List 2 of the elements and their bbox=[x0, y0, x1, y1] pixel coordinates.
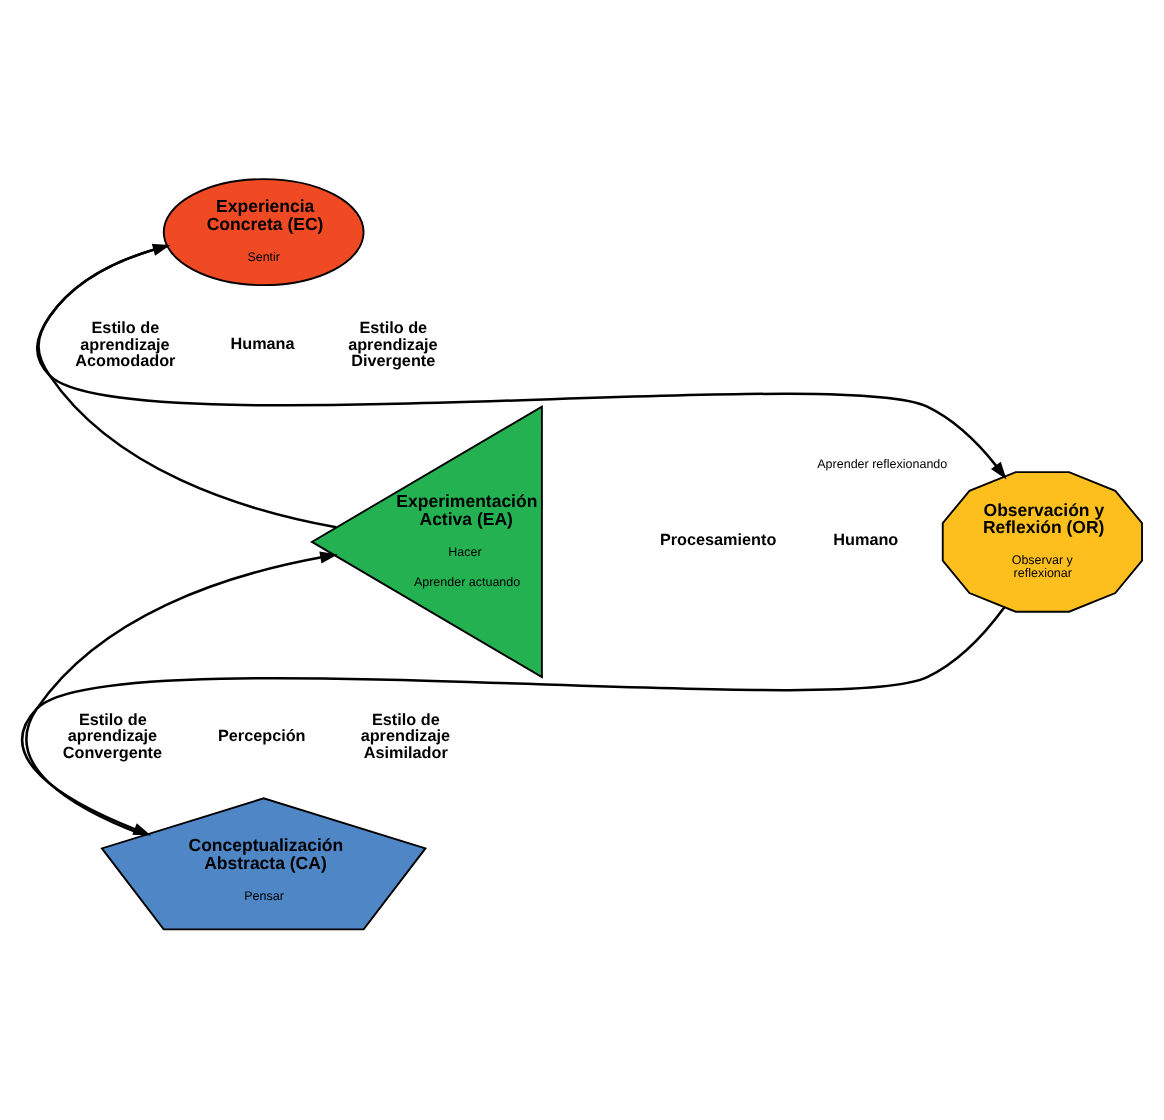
arrow bbox=[36, 243, 1007, 479]
arrow bbox=[37, 242, 337, 528]
